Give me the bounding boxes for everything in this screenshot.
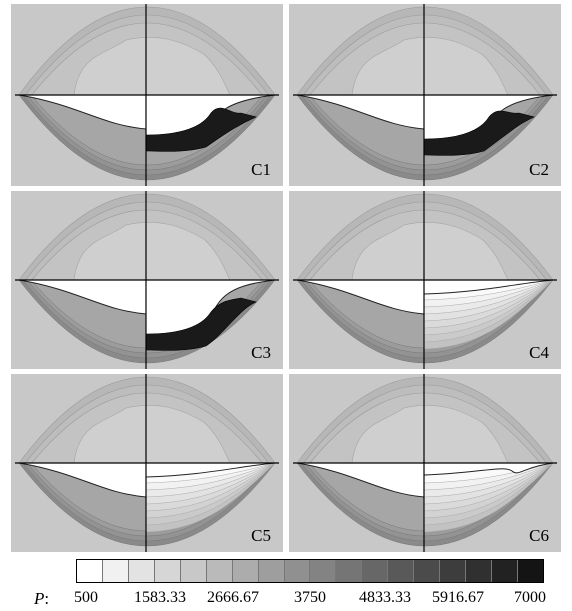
colorbar-scale — [76, 559, 544, 583]
colorbar-level — [440, 560, 467, 582]
colorbar-level — [258, 560, 285, 582]
panel-c5: C5 — [11, 374, 283, 552]
colorbar-tick: 4833.33 — [359, 589, 411, 606]
panel-label: C1 — [251, 160, 271, 179]
colorbar-tick: 2666.67 — [207, 589, 259, 606]
inner-dome-band — [73, 222, 231, 281]
contour-plot — [15, 374, 279, 552]
colorbar-tick: 3750 — [294, 589, 326, 606]
cavity-right — [145, 462, 276, 478]
contour-plot — [293, 191, 557, 369]
panel-c2: C2 — [289, 4, 561, 186]
panel-label: C4 — [529, 343, 549, 362]
colorbar-level — [232, 560, 259, 582]
contour-plot — [15, 4, 279, 186]
variable-suffix: : — [44, 589, 50, 608]
colorbar-level — [154, 560, 181, 582]
colorbar-level — [77, 560, 103, 582]
colorbar-level — [310, 560, 337, 582]
variable-name: P — [34, 589, 45, 608]
colorbar-tick: 1583.33 — [134, 589, 186, 606]
cavity-right — [423, 279, 554, 295]
colorbar — [76, 559, 544, 583]
colorbar-level — [362, 560, 389, 582]
inner-dome-band — [351, 405, 509, 464]
contour-plot — [293, 4, 557, 186]
colorbar-level — [517, 560, 543, 582]
colorbar-level — [284, 560, 311, 582]
cavity-right — [423, 462, 554, 476]
colorbar-level — [414, 560, 441, 582]
colorbar-level — [102, 560, 129, 582]
panel-c6: C6 — [289, 374, 561, 552]
high-pressure-region — [145, 107, 257, 152]
panel-label: C5 — [251, 526, 271, 545]
panel-c3: C3 — [11, 191, 283, 369]
contour-plot — [293, 374, 557, 552]
high-pressure-region — [145, 297, 257, 351]
colorbar-variable-label: P: — [34, 589, 49, 609]
inner-dome-band — [73, 37, 231, 96]
colorbar-level — [128, 560, 155, 582]
contour-plot — [15, 191, 279, 369]
inner-dome-band — [73, 405, 231, 464]
panel-label: C2 — [529, 160, 549, 179]
colorbar-tick: 500 — [74, 589, 98, 606]
colorbar-tick: 5916.67 — [432, 589, 484, 606]
panel-label: C6 — [529, 526, 549, 545]
panel-label: C3 — [251, 343, 271, 362]
inner-dome-band — [351, 37, 509, 96]
colorbar-level — [206, 560, 233, 582]
inner-dome-band — [351, 222, 509, 281]
colorbar-level — [466, 560, 492, 582]
panel-c4: C4 — [289, 191, 561, 369]
colorbar-level — [336, 560, 363, 582]
colorbar-level — [388, 560, 415, 582]
colorbar-tick: 7000 — [514, 589, 546, 606]
high-pressure-region — [423, 110, 535, 156]
colorbar-level — [492, 560, 518, 582]
panel-c1: C1 — [11, 4, 283, 186]
colorbar-level — [180, 560, 207, 582]
